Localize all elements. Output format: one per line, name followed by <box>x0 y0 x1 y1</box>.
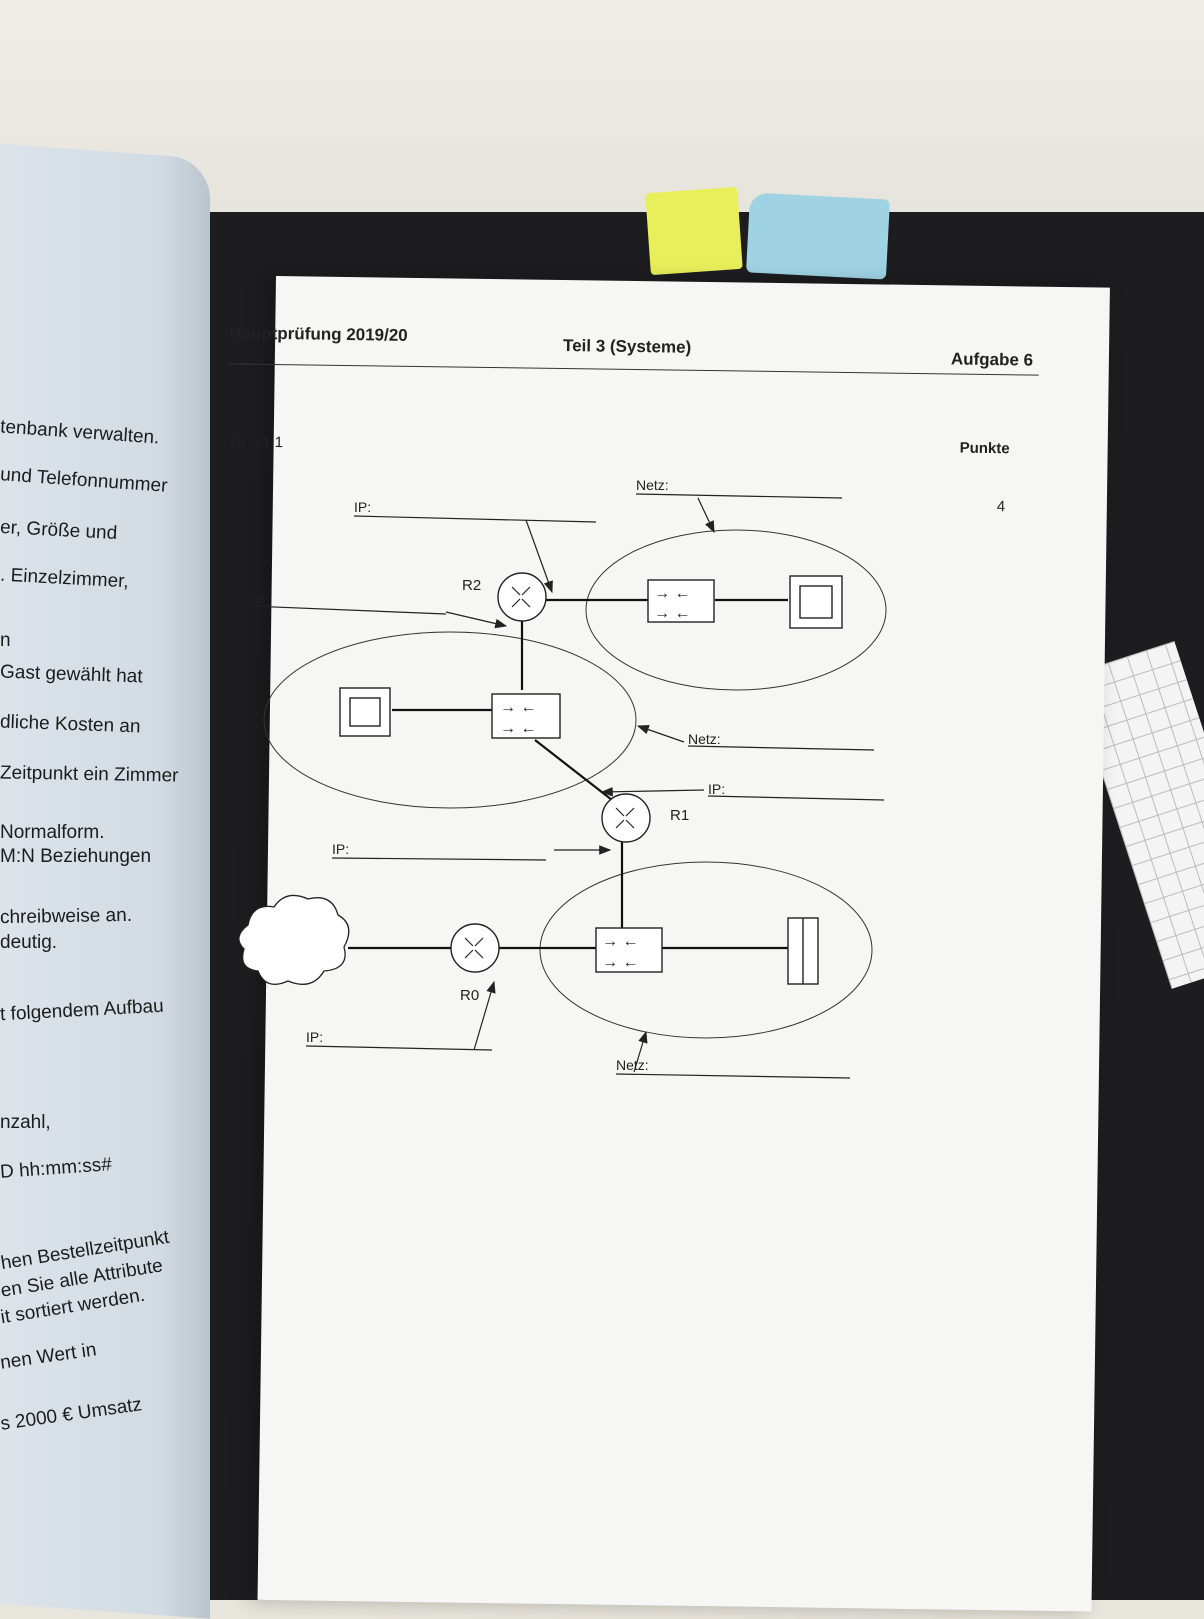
svg-text:→ ←: → ← <box>602 954 638 971</box>
host-top-screen <box>799 585 833 619</box>
svg-text:→ ←: → ← <box>654 585 690 602</box>
svg-text:→ ←: → ← <box>500 720 536 737</box>
ip-label-r1-left: IP: <box>332 841 349 857</box>
ip-label-r2-left: IP: <box>252 593 269 609</box>
left-line: n <box>0 630 11 651</box>
netz-label-top: Netz: <box>636 477 669 493</box>
router-r1 <box>601 793 651 843</box>
svg-text:→ ←: → ← <box>500 699 536 716</box>
router-r2 <box>497 572 547 622</box>
switch-arrows: → ← → ← → ← → ← → ← → ← <box>500 585 690 971</box>
network-ellipse-top <box>585 529 887 691</box>
hosts <box>339 575 843 985</box>
left-line: M:N Beziehungen <box>0 846 152 867</box>
internet-cloud <box>238 894 350 985</box>
svg-text:→ ←: → ← <box>602 933 638 950</box>
netz-label-bottom: Netz: <box>616 1057 649 1073</box>
switch-bottom <box>595 927 663 973</box>
left-line: nzahl, <box>0 1112 51 1133</box>
router-r0 <box>450 923 500 973</box>
pointer-arrows <box>445 497 715 1073</box>
router-arrows <box>464 586 635 959</box>
switch-top <box>647 579 715 623</box>
switches <box>491 579 715 973</box>
ip-label-r2-top: IP: <box>354 499 371 515</box>
diagram-labels: IP: Netz: IP: R2 Netz: IP: R1 IP: R0 IP:… <box>252 477 725 1073</box>
routers <box>450 572 651 973</box>
router-label-r0: R0 <box>460 987 479 1004</box>
netz-label-middle: Netz: <box>688 731 721 747</box>
network-ellipse-middle <box>263 631 637 809</box>
left-page-text: tenbank verwalten. und Telefonnummer er,… <box>0 0 210 1600</box>
left-line: Normalform. <box>0 822 105 843</box>
label-lines <box>249 493 885 1079</box>
switch-middle <box>491 693 561 739</box>
link-switch-r1 <box>534 739 613 801</box>
links <box>348 598 790 950</box>
ip-label-r1-right: IP: <box>708 781 725 797</box>
network-ellipse-bottom <box>539 861 873 1039</box>
router-label-r1: R1 <box>670 807 689 824</box>
host-middle-screen <box>349 697 381 727</box>
network-ellipses <box>263 529 887 1039</box>
router-label-r2: R2 <box>462 577 481 594</box>
svg-text:→ ←: → ← <box>654 605 690 622</box>
left-line: deutig. <box>0 932 58 953</box>
ip-label-r0: IP: <box>306 1029 323 1045</box>
